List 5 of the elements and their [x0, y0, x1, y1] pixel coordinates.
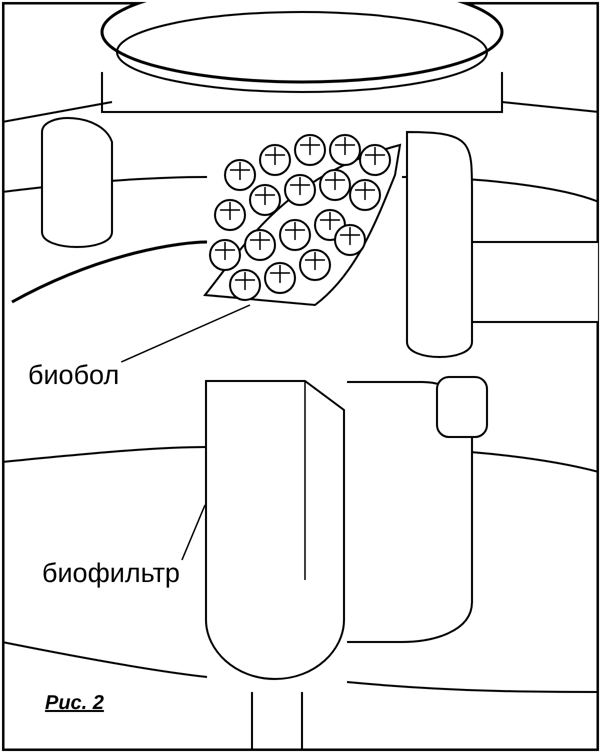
part-label: биофильтр: [42, 560, 180, 587]
leader-line: [181, 504, 206, 560]
bioball-media-drawing: [205, 135, 400, 305]
biofilter-body-drawing: [205, 380, 345, 680]
leader-line: [120, 304, 250, 363]
